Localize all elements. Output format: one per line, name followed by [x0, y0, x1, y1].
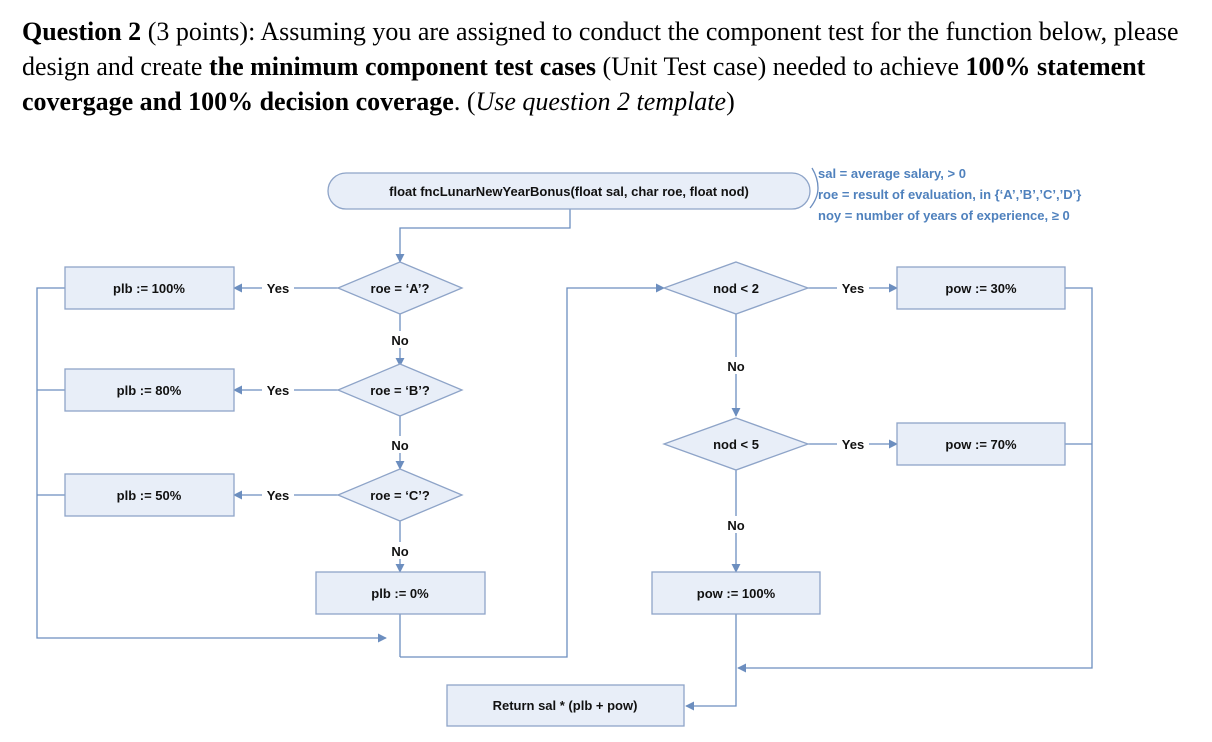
- question-end: ): [726, 87, 735, 116]
- process-plb-0-label: plb := 0%: [371, 586, 429, 601]
- decision-roe-c-label: roe = ‘C’?: [370, 488, 430, 503]
- process-plb-100: plb := 100%: [64, 266, 235, 310]
- yes-label-roe-b: Yes: [267, 383, 289, 398]
- question-text: Question 2 (3 points): Assuming you are …: [22, 14, 1192, 119]
- process-return: Return sal * (plb + pow): [446, 684, 685, 727]
- process-pow-100: pow := 100%: [651, 571, 821, 615]
- yes-label-nod-2: Yes: [842, 281, 864, 296]
- note-sal: sal = average salary, > 0: [818, 166, 966, 181]
- flow-edges: [36, 167, 1093, 711]
- process-plb-100-label: plb := 100%: [113, 281, 185, 296]
- question-emphasis-2: 100% statement covergage and 100% decisi…: [22, 52, 1146, 116]
- question-intro: (3 points): Assuming you are assigned to…: [22, 17, 1179, 81]
- process-plb-50-label: plb := 50%: [117, 488, 182, 503]
- decision-roe-b: roe = ‘B’?: [336, 363, 464, 417]
- process-pow-70: pow := 70%: [896, 422, 1066, 466]
- decision-roe-a-label: roe = ‘A’?: [371, 281, 430, 296]
- start-terminal: float fncLunarNewYearBonus(float sal, ch…: [327, 172, 811, 210]
- no-label-roe-a: No: [391, 333, 408, 348]
- decision-nod-5: nod < 5: [662, 417, 810, 471]
- process-return-label: Return sal * (plb + pow): [493, 698, 638, 713]
- process-pow-70-label: pow := 70%: [945, 437, 1017, 452]
- question-middle-1: (Unit Test case) needed to achieve: [596, 52, 966, 81]
- yes-label-roe-a: Yes: [267, 281, 289, 296]
- note-noy: noy = number of years of experience, ≥ 0: [818, 208, 1070, 223]
- question-middle-2: . (: [453, 87, 476, 116]
- process-plb-50: plb := 50%: [64, 473, 235, 517]
- decision-nod-5-label: nod < 5: [713, 437, 759, 452]
- yes-label-roe-c: Yes: [267, 488, 289, 503]
- question-template-note: Use question 2 template: [475, 87, 727, 116]
- decision-nod-2: nod < 2: [662, 261, 810, 315]
- process-pow-100-label: pow := 100%: [697, 586, 776, 601]
- no-label-roe-b: No: [391, 438, 408, 453]
- question-label: Question 2: [22, 17, 142, 46]
- yes-label-nod-5: Yes: [842, 437, 864, 452]
- decision-roe-a: roe = ‘A’?: [336, 261, 464, 315]
- process-pow-30: pow := 30%: [896, 266, 1066, 310]
- no-label-roe-c: No: [391, 544, 408, 559]
- decision-roe-c: roe = ‘C’?: [336, 468, 464, 522]
- question-emphasis-1: the minimum component test cases: [208, 52, 597, 81]
- parameter-notes: sal = average salary, > 0 roe = result o…: [818, 166, 1081, 223]
- decision-roe-b-label: roe = ‘B’?: [370, 383, 430, 398]
- process-plb-0: plb := 0%: [315, 571, 486, 615]
- function-signature: float fncLunarNewYearBonus(float sal, ch…: [389, 184, 749, 199]
- process-plb-80-label: plb := 80%: [117, 383, 182, 398]
- process-pow-30-label: pow := 30%: [945, 281, 1017, 296]
- no-label-nod-2: No: [727, 359, 744, 374]
- branch-labels: Yes Yes Yes No No No Yes Yes No No: [262, 279, 869, 559]
- decision-nod-2-label: nod < 2: [713, 281, 759, 296]
- no-label-nod-5: No: [727, 518, 744, 533]
- process-plb-80: plb := 80%: [64, 368, 235, 412]
- note-roe: roe = result of evaluation, in {‘A’,’B’,…: [818, 187, 1081, 202]
